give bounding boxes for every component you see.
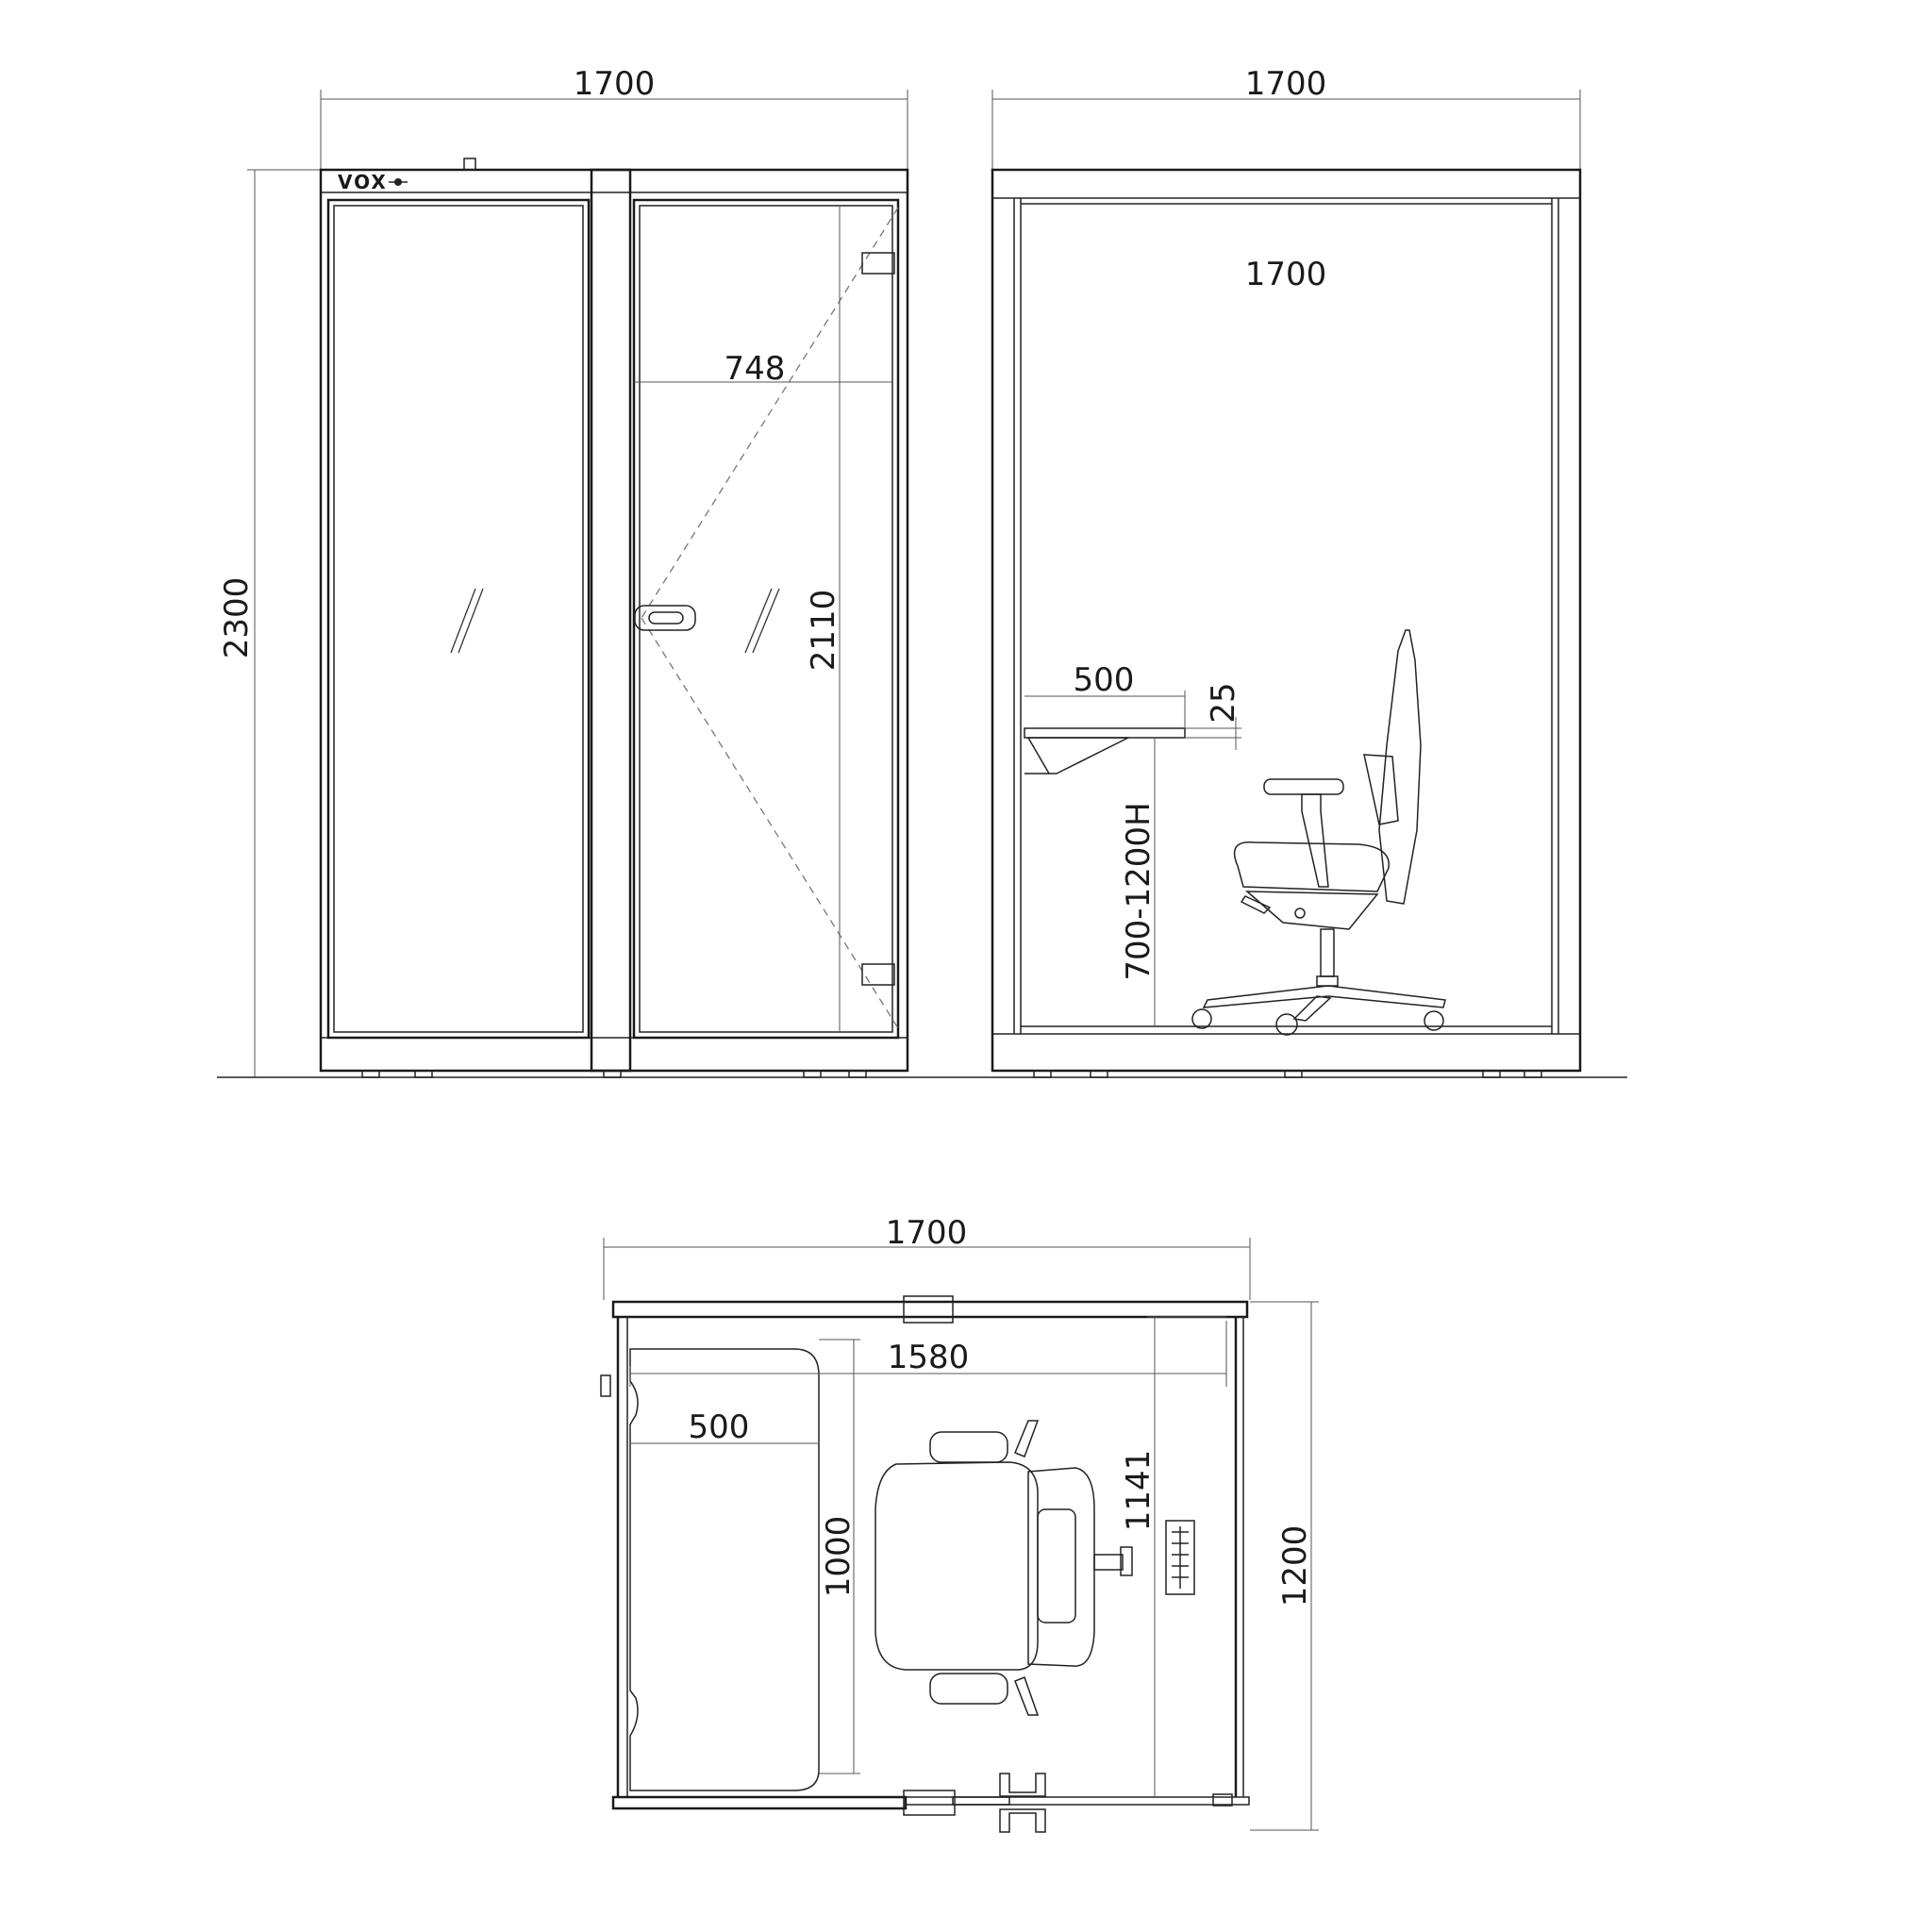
side-view: 1700 1700 500 25 700-1200H [986,65,1627,1078]
door-handle-icon [634,605,696,631]
ventilation-grille-icon [1165,1520,1195,1595]
plan-outer-width-label: 1700 [886,1214,968,1252]
side-inner-width-label: 1700 [1245,256,1327,293]
plan-view: 1700 1200 1580 500 [600,1214,1319,1833]
side-desk-thickness-label: 25 [1205,682,1242,723]
plan-inner-width-label: 1580 [888,1339,970,1376]
side-outer-width-label: 1700 [1245,65,1327,103]
glass-reflection-icon [744,588,780,654]
front-height-label: 2300 [218,577,256,659]
brand-logo: VOX [338,171,388,193]
office-chair-icon [1191,629,1446,1036]
plan-desk-depth-label: 500 [689,1408,750,1446]
plan-inner-depth-label: 1141 [1120,1450,1158,1532]
door-handle-span-label: 748 [724,350,786,388]
plan-desk-length-label: 1000 [820,1516,858,1598]
side-desk-depth-label: 500 [1074,661,1135,699]
door-handle-icon [999,1773,1046,1833]
side-desk-height-label: 700-1200H [1120,802,1158,980]
door-hinge-icon [861,252,895,275]
door-hinge-icon [903,1295,954,1324]
brand-mark-icon [389,178,408,186]
front-view: 1700 2300 VOX [217,65,986,1078]
plan-outer-depth-label: 1200 [1276,1525,1314,1607]
door-hinge-icon [861,963,895,986]
office-chair-icon [874,1420,1133,1716]
door-height-label: 2110 [805,590,842,672]
front-width-label: 1700 [574,65,656,103]
glass-reflection-icon [450,588,484,654]
